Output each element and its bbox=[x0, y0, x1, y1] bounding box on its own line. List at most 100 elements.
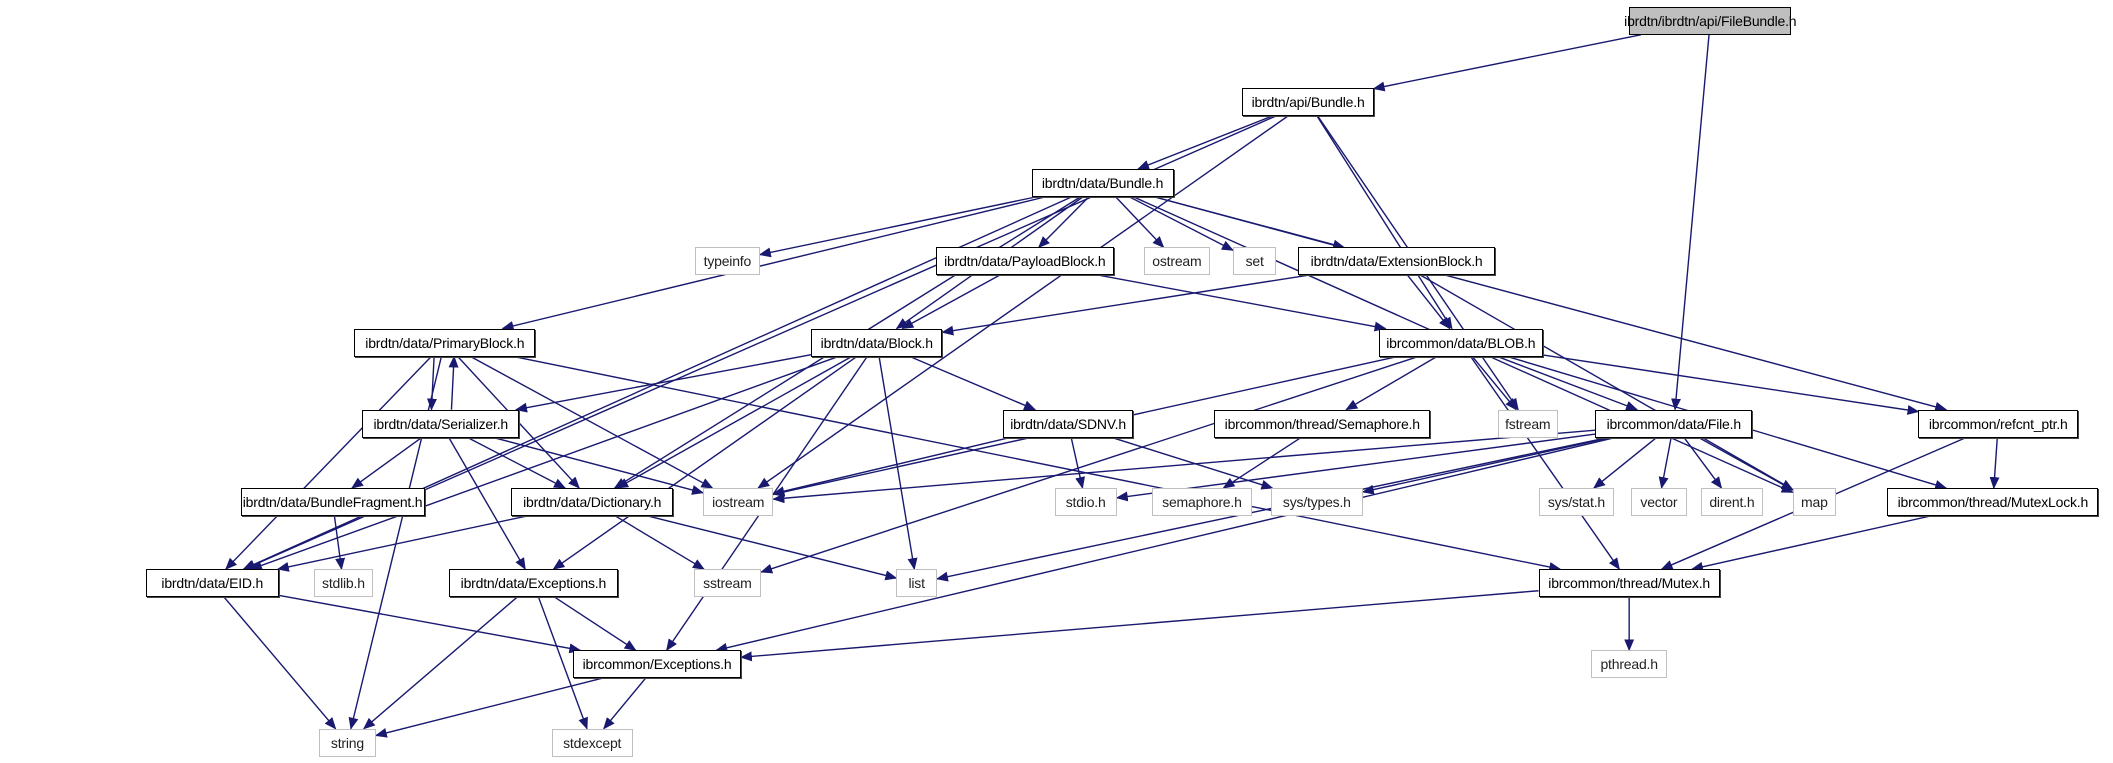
edge-data_bundle-to-payloadblock bbox=[1037, 196, 1090, 249]
edge-serializer-to-dictionary bbox=[467, 437, 567, 489]
node-block-h[interactable]: ibrdtn/data/Block.h bbox=[811, 328, 943, 357]
node-payloadblock-h[interactable]: ibrdtn/data/PayloadBlock.h bbox=[935, 247, 1115, 276]
node-dictionary-h[interactable]: ibrdtn/data/Dictionary.h bbox=[511, 488, 674, 517]
node-pthread-h: pthread.h bbox=[1591, 650, 1667, 679]
edge-blob-to-fstream bbox=[1471, 356, 1517, 411]
edge-blob-to-semaphore bbox=[1345, 355, 1438, 411]
node-label: ibrdtn/data/Bundle.h bbox=[1041, 175, 1164, 191]
node-ibrcommon-exceptions-h[interactable]: ibrcommon/Exceptions.h bbox=[573, 650, 741, 679]
edge-data_bundle-to-set bbox=[1129, 196, 1234, 251]
edge-serializer-to-bundlefragment bbox=[351, 437, 422, 489]
node-label: ibrdtn/data/SDNV.h bbox=[1010, 415, 1126, 432]
node-label: vector bbox=[1640, 494, 1678, 511]
edge-payloadblock-to-blob bbox=[1099, 274, 1387, 332]
node-mutexlock-h[interactable]: ibrcommon/thread/MutexLock.h bbox=[1887, 488, 2099, 517]
edge-primaryblock-to-eid bbox=[225, 356, 432, 570]
edge-refcnt-to-mutexlock bbox=[1989, 437, 2000, 490]
node-filebundle-h: ibrdtn/ibrdtn/api/FileBundle.h bbox=[1624, 6, 1797, 35]
edge-dictionary-to-sstream bbox=[615, 515, 705, 570]
node-stdio-h: stdio.h bbox=[1054, 488, 1117, 517]
edge-file-to-map bbox=[1698, 437, 1794, 491]
edge-eid-to-string bbox=[223, 596, 337, 730]
node-list: list bbox=[896, 569, 937, 598]
node-label: stdio.h bbox=[1065, 494, 1106, 511]
node-label: fstream bbox=[1505, 415, 1551, 432]
node-stdlib-h: stdlib.h bbox=[313, 569, 374, 598]
edge-sdnv-to-systypes bbox=[1112, 436, 1274, 490]
node-ostream: ostream bbox=[1143, 247, 1211, 276]
edge-dictionary-to-eid bbox=[276, 515, 527, 572]
edge-block-to-dictionary bbox=[616, 355, 853, 489]
edge-primaryblock-to-mutex bbox=[513, 355, 1562, 572]
node-label: ostream bbox=[1152, 253, 1202, 270]
edge-blob-to-mutex bbox=[1470, 356, 1620, 571]
node-label: ibrdtn/ibrdtn/api/FileBundle.h bbox=[1624, 12, 1797, 29]
edge-sdnv-to-iostream bbox=[772, 436, 1010, 497]
node-semaphore-h[interactable]: ibrcommon/thread/Semaphore.h bbox=[1214, 409, 1431, 438]
edge-filebundle-to-file bbox=[1671, 34, 1710, 411]
node-label: set bbox=[1245, 253, 1264, 270]
node-label: stdexcept bbox=[563, 734, 622, 751]
node-serializer-h[interactable]: ibrdtn/data/Serializer.h bbox=[362, 409, 520, 438]
node-label: list bbox=[908, 575, 925, 592]
node-label: ibrdtn/data/ExtensionBlock.h bbox=[1310, 253, 1483, 270]
edge-serializer-to-primaryblock bbox=[448, 355, 459, 410]
edge-block-to-dtn_exceptions bbox=[552, 355, 858, 570]
node-label: string bbox=[330, 734, 364, 751]
edge-file-to-iostream bbox=[772, 429, 1596, 504]
node-label: ibrcommon/thread/Semaphore.h bbox=[1224, 415, 1420, 432]
node-label: semaphore.h bbox=[1162, 494, 1242, 511]
edge-extensionblock-to-block bbox=[941, 274, 1308, 336]
node-sdnv-h[interactable]: ibrdtn/data/SDNV.h bbox=[1003, 409, 1133, 438]
node-refcnt-ptr-h[interactable]: ibrcommon/refcnt_ptr.h bbox=[1918, 409, 2079, 438]
edge-extensionblock-to-map bbox=[1420, 274, 1794, 491]
node-bundlefragment-h[interactable]: ibrdtn/data/BundleFragment.h bbox=[240, 488, 425, 517]
edge-serializer-to-iostream bbox=[493, 436, 705, 495]
node-sys-stat-h: sys/stat.h bbox=[1538, 488, 1615, 517]
node-label: ibrdtn/data/EID.h bbox=[161, 575, 264, 592]
node-extensionblock-h[interactable]: ibrdtn/data/ExtensionBlock.h bbox=[1297, 247, 1496, 276]
node-label: ibrdtn/data/PayloadBlock.h bbox=[944, 253, 1106, 270]
node-ibrdtn-exceptions-h[interactable]: ibrdtn/data/Exceptions.h bbox=[448, 569, 618, 598]
edge-api_bundle-to-blob bbox=[1316, 115, 1453, 330]
node-label: ibrcommon/data/File.h bbox=[1606, 415, 1742, 432]
node-label: iostream bbox=[712, 494, 765, 511]
node-stdexcept: stdexcept bbox=[551, 728, 633, 757]
node-sstream: sstream bbox=[693, 569, 762, 598]
node-label: ibrdtn/data/BundleFragment.h bbox=[242, 494, 423, 511]
node-typeinfo: typeinfo bbox=[694, 247, 760, 276]
node-fstream: fstream bbox=[1498, 409, 1558, 438]
node-blob-h[interactable]: ibrcommon/data/BLOB.h bbox=[1379, 328, 1543, 357]
edge-sdnv-to-stdio bbox=[1070, 437, 1085, 490]
edge-primaryblock-to-iostream bbox=[470, 355, 714, 489]
edge-primaryblock-to-string bbox=[348, 356, 443, 730]
node-iostream: iostream bbox=[703, 488, 774, 517]
edge-data_bundle-to-typeinfo bbox=[758, 196, 1036, 258]
edge-file-to-common_exceptions bbox=[715, 436, 1615, 653]
edge-file-to-dirent bbox=[1683, 437, 1723, 489]
node-mutex-h[interactable]: ibrcommon/thread/Mutex.h bbox=[1538, 569, 1720, 598]
edge-blob-to-sstream bbox=[760, 355, 1419, 574]
node-label: ibrdtn/data/Block.h bbox=[820, 334, 933, 351]
edge-eid-to-common_exceptions bbox=[278, 594, 582, 654]
node-label: ibrcommon/thread/Mutex.h bbox=[1548, 575, 1710, 592]
edge-blob-to-file bbox=[1497, 355, 1638, 411]
edge-serializer-to-dtn_exceptions bbox=[448, 437, 526, 571]
node-api-bundle-h[interactable]: ibrdtn/api/Bundle.h bbox=[1242, 87, 1374, 116]
node-sys-types-h: sys/types.h bbox=[1270, 488, 1363, 517]
edge-data_bundle-to-primaryblock bbox=[501, 196, 1046, 331]
node-label: ibrdtn/data/Exceptions.h bbox=[460, 575, 607, 592]
node-data-bundle-h[interactable]: ibrdtn/data/Bundle.h bbox=[1031, 169, 1174, 197]
node-set: set bbox=[1233, 247, 1277, 276]
node-file-h[interactable]: ibrcommon/data/File.h bbox=[1595, 409, 1753, 438]
edge-block-to-sdnv bbox=[909, 355, 1036, 411]
edge-data_bundle-to-ostream bbox=[1115, 196, 1165, 249]
node-label: ibrcommon/thread/MutexLock.h bbox=[1897, 494, 2089, 511]
node-label: typeinfo bbox=[703, 253, 752, 270]
edge-mutex-to-common_exceptions bbox=[739, 590, 1539, 662]
edge-blob-to-refcnt bbox=[1542, 354, 1920, 415]
node-primaryblock-h[interactable]: ibrdtn/data/PrimaryBlock.h bbox=[354, 328, 536, 357]
node-eid-h[interactable]: ibrdtn/data/EID.h bbox=[146, 569, 279, 598]
node-label: ibrdtn/api/Bundle.h bbox=[1251, 93, 1365, 110]
